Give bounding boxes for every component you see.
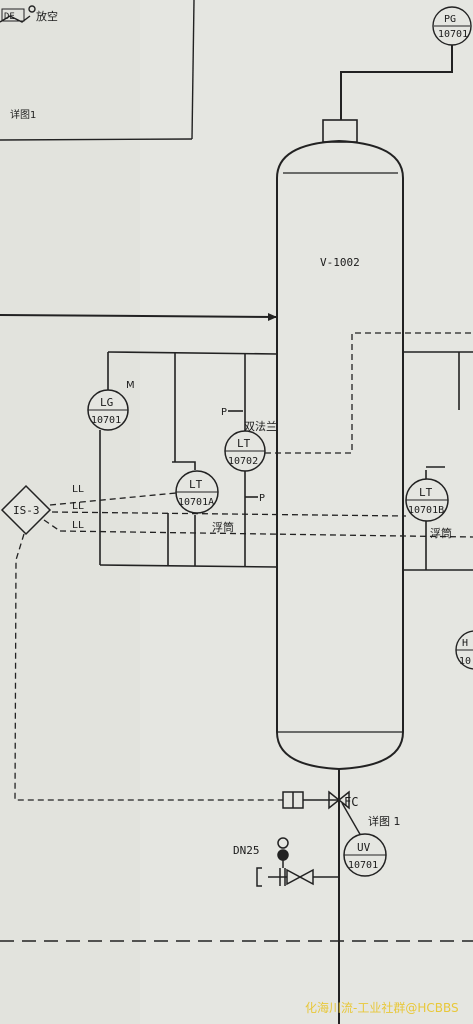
valve-detail-note: 详图 1 <box>368 814 401 828</box>
lt-10702-tag: LT <box>237 437 251 450</box>
drain-valve <box>256 837 339 887</box>
uv-tag: UV <box>357 841 371 854</box>
pg-number: 10701 <box>438 29 468 40</box>
float-note-b: 浮筒 <box>430 526 452 540</box>
lt-10702-signal <box>265 332 473 454</box>
lt-10701a-tag: LT <box>189 478 203 491</box>
de-label: DE <box>4 12 15 22</box>
partial-instrument-right: H 10 <box>455 630 473 670</box>
partial-letter: H <box>462 638 468 649</box>
drain-size: DN25 <box>233 844 260 857</box>
is3-tag: IS-3 <box>13 504 40 517</box>
lt-10702: LT 10702 <box>224 430 266 472</box>
detail-box <box>0 0 195 141</box>
ll-label-3: LL <box>72 520 84 531</box>
flange-note: 双法兰 <box>244 419 277 433</box>
left-instrument-piping <box>99 351 278 568</box>
lt-10702-number: 10702 <box>228 456 258 467</box>
pg-impulse-line <box>340 45 453 120</box>
uv-10701: UV 10701 <box>343 833 387 877</box>
shutoff-valve <box>282 790 350 810</box>
lt-10701a-number: 10701A <box>178 497 214 508</box>
vessel-name: V-1002 <box>320 256 360 269</box>
lt-10701a-p: P <box>259 493 265 504</box>
detail-label-1: 详图1 <box>10 108 36 121</box>
lg-tag: LG <box>100 396 113 409</box>
partial-number: 10 <box>459 656 471 667</box>
pg-tag: PG <box>444 14 456 25</box>
watermark: 化海川流-工业社群@HCBBS <box>305 1000 459 1015</box>
float-note-a: 浮筒 <box>212 520 234 534</box>
lg-mark: M <box>126 380 135 391</box>
ll-label-1: LL <box>72 484 84 495</box>
fail-close-label: FC <box>344 795 358 809</box>
lt-10701b-number: 10701B <box>408 505 444 516</box>
interlock-signal-lines <box>14 492 473 801</box>
interlock-is3: IS-3 <box>0 484 52 536</box>
lg-number: 10701 <box>91 415 121 426</box>
vessel-v1002 <box>276 119 404 771</box>
lt-10701a: LT 10701A <box>175 470 219 514</box>
vent-label: 放空 <box>36 9 58 23</box>
uv-number: 10701 <box>348 860 378 871</box>
lt-10701b: LT 10701B <box>405 478 449 522</box>
ll-label-2: LL <box>72 501 84 512</box>
feed-line <box>0 314 278 318</box>
lt-10702-p: P <box>221 407 227 418</box>
lg-10701: LG 10701 <box>87 389 129 431</box>
lt-10701b-tag: LT <box>419 486 433 499</box>
